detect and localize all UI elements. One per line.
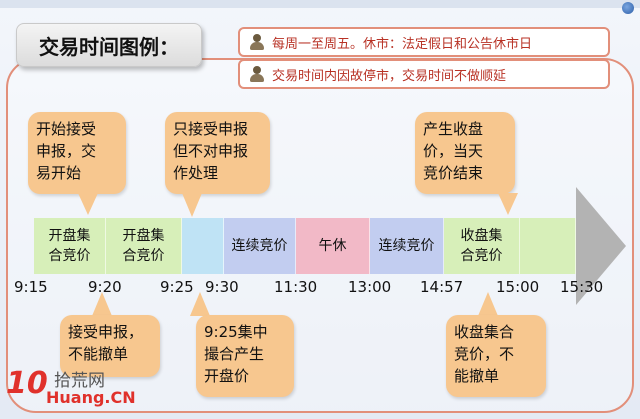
bubble-line: 开盘价 xyxy=(204,367,250,385)
time-label: 9:30 xyxy=(205,278,239,296)
bubble-close-price: 产生收盘 价，当天 竞价结束 xyxy=(415,112,515,194)
person-icon xyxy=(248,33,266,51)
bubble-pointer xyxy=(498,193,518,215)
bubble-line: 价，当天 xyxy=(423,142,484,160)
watermark-number: 10 xyxy=(6,366,48,401)
time-label: 9:20 xyxy=(88,278,122,296)
bubble-pointer xyxy=(190,292,210,316)
segment-close-auction: 收盘集合竞价 xyxy=(444,218,520,274)
bubble-line: 作处理 xyxy=(173,164,219,182)
bubble-accept-no-cancel: 接受申报， 不能撤单 xyxy=(60,315,160,377)
bubble-line: 只接受申报 xyxy=(173,120,249,138)
note-trading-days: 每周一至周五。休市：法定假日和公告休市日 xyxy=(238,27,610,57)
bubble-line: 接受申报， xyxy=(68,323,144,341)
bubble-close-auction: 收盘集合 竞价，不 能撤单 xyxy=(446,315,546,397)
watermark-brand: 拾荒网 xyxy=(54,371,105,391)
bubble-line: 易开始 xyxy=(36,164,82,182)
time-label: 14:57 xyxy=(420,278,464,296)
bubble-line: 撮合产生 xyxy=(204,345,265,363)
bubble-line: 竞价结束 xyxy=(423,164,484,182)
segment-open-auction-1: 开盘集合竞价 xyxy=(34,218,106,274)
segment-continuous-am: 连续竞价 xyxy=(224,218,296,274)
time-label: 13:00 xyxy=(348,278,392,296)
bubble-line: 申报，交 xyxy=(36,142,97,160)
segment-line: 合竞价 xyxy=(122,248,165,264)
time-label: 11:30 xyxy=(274,278,318,296)
watermark-logo: 10 拾荒网 Huang.CN xyxy=(4,362,136,412)
segment-lunch-break: 午休 xyxy=(296,218,370,274)
time-label: 15:30 xyxy=(560,278,604,296)
time-label: 9:25 xyxy=(160,278,194,296)
bubble-line: 能撤单 xyxy=(454,367,500,385)
bubble-pointer xyxy=(182,193,202,217)
note-text: 交易时间内因故停市，交易时间不做顺延 xyxy=(272,68,507,84)
bubble-match-open: 9:25集中 撮合产生 开盘价 xyxy=(196,315,294,397)
bubble-line: 不能撤单 xyxy=(68,345,129,363)
segment-line: 午休 xyxy=(318,238,347,254)
segment-line: 收盘集 xyxy=(460,228,503,244)
diagram-title: 交易时间图例： xyxy=(16,23,202,67)
note-text: 每周一至周五。休市：法定假日和公告休市日 xyxy=(272,36,533,52)
bubble-line: 产生收盘 xyxy=(423,120,484,138)
segment-line: 连续竞价 xyxy=(378,238,435,254)
watermark-domain: Huang.CN xyxy=(46,388,136,407)
bubble-line: 竞价，不 xyxy=(454,345,515,363)
bubble-line: 开始接受 xyxy=(36,120,97,138)
time-label: 9:15 xyxy=(14,278,48,296)
bubble-line: 9:25集中 xyxy=(204,323,268,341)
note-suspension: 交易时间内因故停市，交易时间不做顺延 xyxy=(238,59,610,89)
bubble-pointer xyxy=(78,193,98,215)
bubble-pointer xyxy=(478,292,498,316)
corner-dot-icon xyxy=(622,2,634,14)
bubble-line: 但不对申报 xyxy=(173,142,249,160)
segment-line: 开盘集 xyxy=(48,228,91,244)
time-label: 15:00 xyxy=(496,278,540,296)
segment-open-auction-2: 开盘集合竞价 xyxy=(106,218,182,274)
timeline-arrowhead xyxy=(576,187,626,305)
bubble-pointer xyxy=(92,292,112,316)
segment-line: 连续竞价 xyxy=(231,238,288,254)
bubble-start: 开始接受 申报，交 易开始 xyxy=(28,112,126,194)
person-icon xyxy=(248,65,266,83)
bubble-line: 收盘集合 xyxy=(454,323,515,341)
segment-gap xyxy=(182,218,224,274)
bubble-receive-only: 只接受申报 但不对申报 作处理 xyxy=(165,112,270,194)
segment-continuous-pm: 连续竞价 xyxy=(370,218,444,274)
segment-line: 开盘集 xyxy=(122,228,165,244)
segment-after-close xyxy=(520,218,576,274)
segment-line: 合竞价 xyxy=(48,248,91,264)
top-strip xyxy=(0,0,640,8)
segment-line: 合竞价 xyxy=(460,248,503,264)
